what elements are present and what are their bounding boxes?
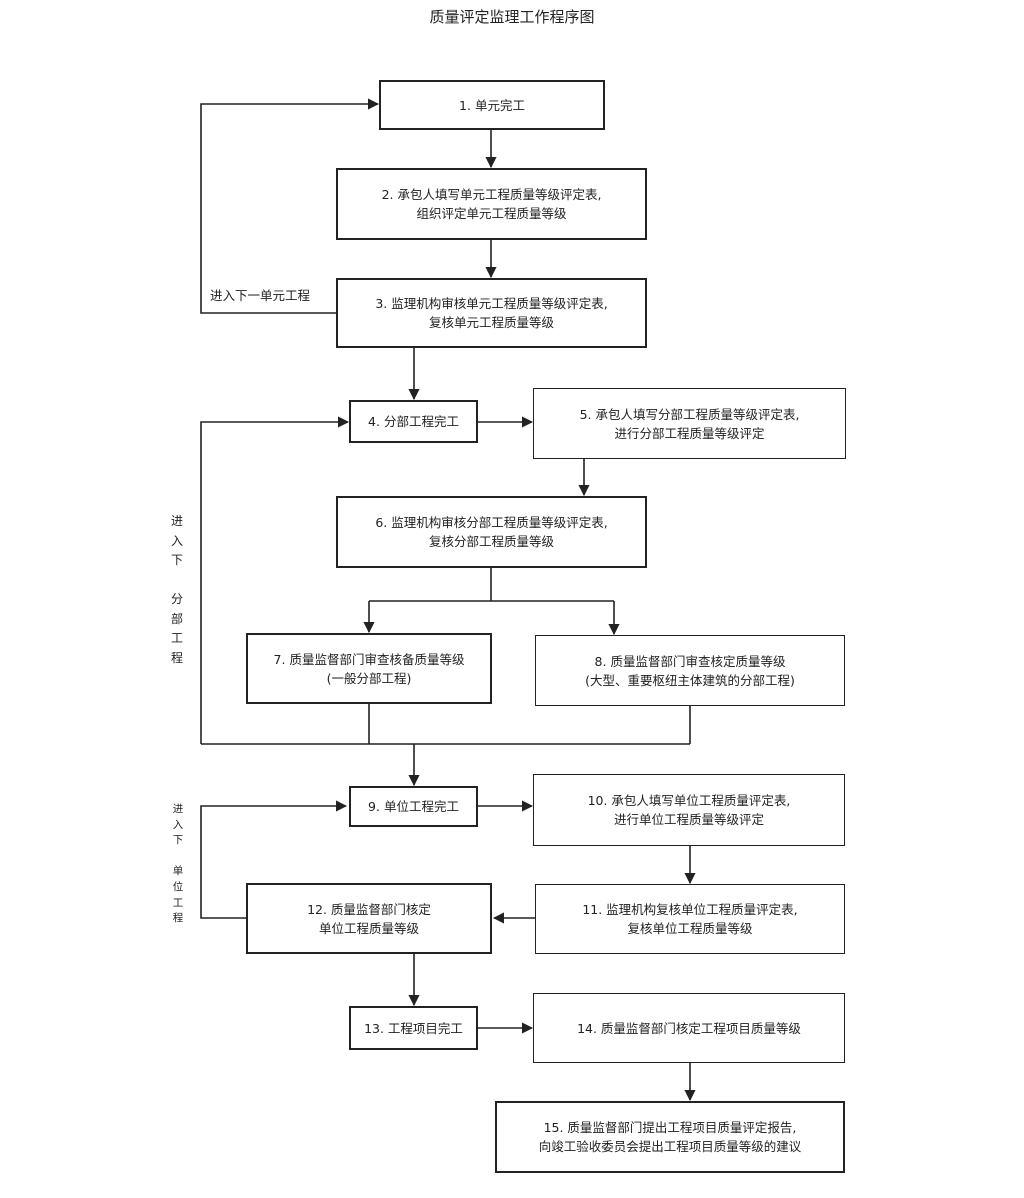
unit-project-loop-char: 工: [172, 896, 184, 909]
step-11-box: 11. 监理机构复核单位工程质量评定表, 复核单位工程质量等级: [535, 884, 845, 954]
step-4-line-1: 4. 分部工程完工: [368, 414, 459, 429]
unit-project-loop-char: 进: [172, 803, 184, 815]
step-9-box: 9. 单位工程完工: [349, 786, 478, 827]
step-14-box: 14. 质量监督部门核定工程项目质量等级: [533, 993, 845, 1063]
step-8-box: 8. 质量监督部门审查核定质量等级 (大型、重要枢纽主体建筑的分部工程): [535, 635, 845, 706]
step-9-line-1: 9. 单位工程完工: [368, 799, 459, 814]
division-loop-char: 程: [170, 650, 183, 665]
loop-division: [200, 416, 350, 744]
step-11-line-2: 复核单位工程质量等级: [627, 921, 753, 936]
step-10-box: 10. 承包人填写单位工程质量评定表, 进行单位工程质量等级评定: [533, 774, 845, 846]
step-10-line-2: 进行单位工程质量等级评定: [613, 812, 764, 827]
step-1-box: 1. 单元完工: [379, 80, 605, 130]
step-13-box: 13. 工程项目完工: [349, 1006, 478, 1050]
page-title: 质量评定监理工作程序图: [429, 8, 595, 26]
step-5-box: 5. 承包人填写分部工程质量等级评定表, 进行分部工程质量等级评定: [533, 388, 846, 459]
division-loop-char: 工: [170, 631, 183, 645]
unit-project-loop-label: 进 入 下 单 位 工 程: [171, 802, 185, 927]
step-14-line-1: 14. 质量监督部门核定工程项目质量等级: [577, 1020, 801, 1036]
step-12-line-1: 12. 质量监督部门核定: [307, 901, 431, 917]
step-12-box: 12. 质量监督部门核定 单位工程质量等级: [246, 883, 492, 954]
unit-loop-label: 进入下一单元工程: [210, 288, 311, 303]
unit-project-loop-char: 下: [172, 834, 184, 847]
unit-project-loop-char: 程: [172, 912, 184, 925]
loop-unit: [200, 98, 380, 314]
division-loop-label: 进 入 下 分 部 工 程: [170, 512, 184, 668]
division-loop-char: [170, 571, 184, 591]
unit-project-loop-char: [171, 849, 185, 865]
step-12-line-2: 单位工程质量等级: [318, 920, 419, 936]
division-loop-char: 分: [170, 592, 183, 606]
division-loop-char: 入: [170, 533, 183, 548]
step-7-line-2: (一般分部工程): [326, 670, 412, 686]
step-10-line-1: 10. 承包人填写单位工程质量评定表,: [587, 793, 791, 808]
step-6-line-2: 复核分部工程质量等级: [428, 534, 554, 549]
step-3-box: 3. 监理机构审核单元工程质量等级评定表, 复核单元工程质量等级: [336, 278, 647, 348]
step-3-line-1: 3. 监理机构审核单元工程质量等级评定表,: [375, 296, 608, 311]
division-loop-char: 下: [170, 553, 183, 567]
step-15-box: 15. 质量监督部门提出工程项目质量评定报告, 向竣工验收委员会提出工程项目质量…: [495, 1101, 845, 1173]
unit-project-loop-char: 入: [172, 818, 184, 831]
step-8-line-2: (大型、重要枢纽主体建筑的分部工程): [585, 672, 795, 688]
unit-project-loop-char: 单: [172, 865, 184, 878]
step-8-line-1: 8. 质量监督部门审查核定质量等级: [594, 653, 786, 669]
step-4-box: 4. 分部工程完工: [349, 400, 478, 443]
step-7-line-1: 7. 质量监督部门审查核备质量等级: [273, 651, 465, 667]
division-loop-char: 部: [170, 611, 183, 626]
step-5-line-2: 进行分部工程质量等级评定: [614, 425, 765, 441]
step-2-line-1: 2. 承包人填写单元工程质量等级评定表,: [381, 187, 602, 202]
step-13-line-1: 13. 工程项目完工: [364, 1020, 463, 1036]
step-7-box: 7. 质量监督部门审查核备质量等级 (一般分部工程): [246, 633, 492, 704]
step-2-line-2: 组织评定单元工程质量等级: [416, 206, 567, 221]
step-3-line-2: 复核单元工程质量等级: [428, 315, 554, 330]
division-loop-char: 进: [170, 514, 183, 528]
step-15-line-2: 向竣工验收委员会提出工程项目质量等级的建议: [538, 1139, 802, 1154]
loop-unit-project: [200, 800, 348, 919]
step-1-line-1: 1. 单元完工: [459, 97, 525, 113]
step-15-line-1: 15. 质量监督部门提出工程项目质量评定报告,: [543, 1120, 797, 1135]
step-2-box: 2. 承包人填写单元工程质量等级评定表, 组织评定单元工程质量等级: [336, 168, 647, 240]
step-5-line-1: 5. 承包人填写分部工程质量等级评定表,: [579, 406, 800, 422]
step-6-line-1: 6. 监理机构审核分部工程质量等级评定表,: [375, 515, 608, 530]
step-6-box: 6. 监理机构审核分部工程质量等级评定表, 复核分部工程质量等级: [336, 496, 647, 568]
unit-project-loop-char: 位: [172, 880, 184, 893]
step-11-line-1: 11. 监理机构复核单位工程质量评定表,: [582, 902, 798, 917]
